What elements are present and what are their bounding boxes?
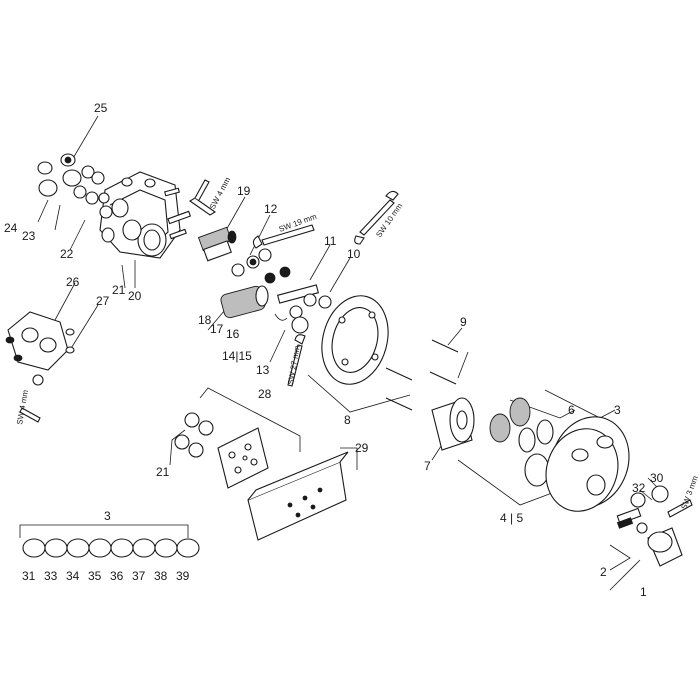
label-29: 29 bbox=[355, 441, 369, 455]
sw27-label: SW 27 mm bbox=[286, 344, 302, 385]
label-17: 17 bbox=[210, 322, 224, 336]
o-rings bbox=[174, 412, 214, 458]
label-10: 10 bbox=[347, 247, 361, 261]
label-4-5: 4 | 5 bbox=[500, 511, 523, 525]
label-16: 16 bbox=[226, 327, 240, 341]
cartridges bbox=[197, 226, 272, 277]
label-37: 37 bbox=[132, 569, 146, 583]
diverter-parts bbox=[220, 266, 332, 334]
label-9: 9 bbox=[460, 315, 467, 329]
label-27: 27 bbox=[96, 294, 110, 308]
fitting-set bbox=[37, 153, 113, 219]
label-21a: 21 bbox=[112, 283, 126, 297]
wrench-sw27 bbox=[287, 334, 306, 387]
label-11: 11 bbox=[324, 234, 337, 248]
label-20: 20 bbox=[128, 289, 142, 303]
label-22: 22 bbox=[60, 247, 74, 261]
sleeve bbox=[431, 397, 475, 451]
label-24: 24 bbox=[4, 221, 18, 235]
label-7: 7 bbox=[424, 459, 431, 473]
part-labels: 25 19 12 11 10 24 23 22 21 20 26 27 18 1… bbox=[4, 101, 664, 599]
sw4-top-label: SW 4 mm bbox=[208, 175, 233, 211]
label-26: 26 bbox=[66, 275, 80, 289]
label-3-right: 3 bbox=[614, 403, 621, 417]
handle-parts bbox=[616, 485, 693, 567]
knob-caps bbox=[22, 538, 200, 558]
label-8: 8 bbox=[344, 413, 351, 427]
label-33: 33 bbox=[44, 569, 58, 583]
screw-set-top bbox=[164, 179, 217, 240]
label-14-15: 14|15 bbox=[222, 349, 252, 363]
label-31: 31 bbox=[22, 569, 36, 583]
connectors bbox=[489, 397, 554, 487]
label-35: 35 bbox=[88, 569, 102, 583]
label-1: 1 bbox=[640, 585, 647, 599]
label-2: 2 bbox=[600, 565, 607, 579]
label-28: 28 bbox=[258, 387, 272, 401]
label-39: 39 bbox=[176, 569, 190, 583]
label-36: 36 bbox=[110, 569, 124, 583]
mounting-plate bbox=[321, 295, 389, 385]
label-19: 19 bbox=[237, 184, 251, 198]
sw4-left-label: SW 4 mm bbox=[15, 389, 30, 425]
label-21b: 21 bbox=[156, 465, 170, 479]
label-38: 38 bbox=[154, 569, 168, 583]
label-3-bottom: 3 bbox=[104, 509, 111, 523]
spacer-bar bbox=[247, 451, 349, 541]
flushing-unit bbox=[5, 311, 75, 423]
label-23: 23 bbox=[22, 229, 36, 243]
label-34: 34 bbox=[66, 569, 80, 583]
valve-body bbox=[99, 171, 181, 259]
label-30: 30 bbox=[650, 471, 664, 485]
label-32: 32 bbox=[632, 481, 646, 495]
wrench-sw10 bbox=[354, 190, 399, 245]
wrench-sw19 bbox=[252, 224, 315, 249]
label-12: 12 bbox=[264, 202, 278, 216]
sw3-label: SW 3 mm bbox=[679, 474, 700, 510]
label-6: 6 bbox=[568, 403, 575, 417]
label-25: 25 bbox=[94, 101, 108, 115]
label-13: 13 bbox=[256, 363, 270, 377]
template-plate bbox=[217, 427, 269, 489]
trim-plate bbox=[545, 416, 630, 512]
screws bbox=[385, 339, 459, 411]
label-18: 18 bbox=[198, 313, 212, 327]
